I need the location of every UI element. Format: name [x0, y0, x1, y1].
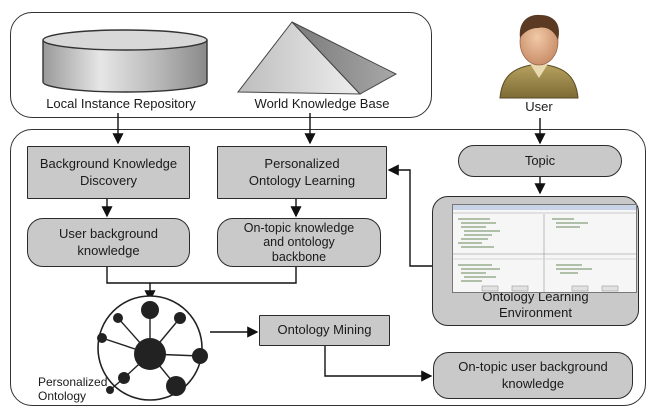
topic-box: Topic: [458, 145, 622, 177]
arrow-mining-to-otubk: [324, 346, 433, 382]
pol-label: Personalized Ontology Learning: [248, 156, 356, 188]
ontology-mining-box: Ontology Mining: [259, 315, 390, 346]
user-background-knowledge-box: User background knowledge: [27, 218, 190, 267]
bkd-label: Background Knowledge Discovery: [39, 156, 178, 188]
software-screenshot-icon: [452, 204, 637, 293]
local-repo-label: Local Instance Repository: [46, 96, 196, 111]
topic-label: Topic: [524, 152, 556, 168]
arrow-merge: [106, 267, 297, 284]
world-kb-label: World Knowledge Base: [254, 96, 390, 111]
ontology-graph-icon: [97, 295, 208, 401]
pyramid-icon: [236, 21, 398, 95]
user-avatar-icon: [499, 14, 579, 99]
on-topic-knowledge-box: On-topic knowledge and ontology backbone: [217, 218, 381, 267]
personalized-ontology-label: Personalized Ontology: [38, 375, 108, 403]
background-knowledge-discovery-box: Background Knowledge Discovery: [27, 146, 190, 199]
otubk-label: On-topic user background knowledge: [458, 359, 608, 391]
user-label: User: [525, 99, 553, 114]
personalized-ontology-learning-box: Personalized Ontology Learning: [217, 146, 387, 199]
on-topic-user-background-knowledge-box: On-topic user background knowledge: [433, 352, 633, 399]
arrow-env-to-pol: [387, 164, 432, 267]
om-label: Ontology Mining: [277, 322, 372, 338]
ubk-label: User background knowledge: [59, 226, 158, 258]
otk-label: On-topic knowledge and ontology backbone: [243, 220, 355, 264]
database-icon: [42, 29, 208, 93]
